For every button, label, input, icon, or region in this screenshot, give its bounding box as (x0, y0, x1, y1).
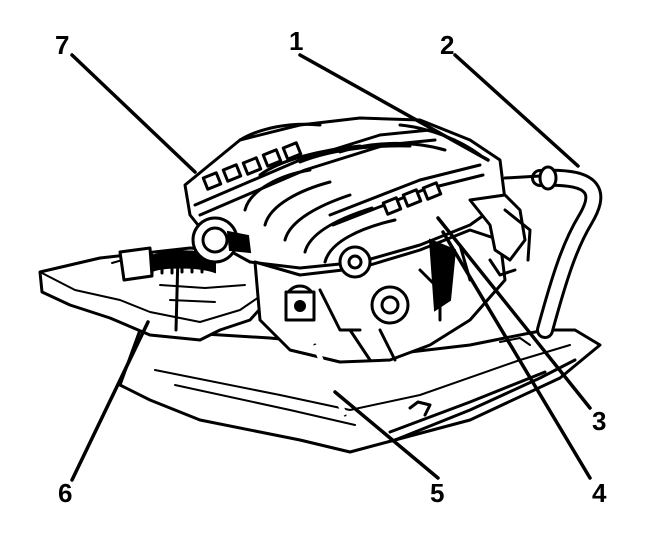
callout-labels: 1 2 3 4 5 6 7 (55, 26, 607, 508)
leader-line-2 (453, 53, 580, 168)
air-intake-duct (38, 246, 270, 342)
callout-label-7: 7 (55, 30, 69, 60)
leader-line-5 (333, 390, 440, 480)
callout-leaders (70, 53, 592, 482)
callout-label-4: 4 (592, 478, 607, 508)
coolant-hose-lower (312, 343, 348, 417)
engine-block (253, 193, 532, 364)
callout-label-5: 5 (430, 478, 444, 508)
leader-line-3 (436, 216, 592, 410)
callout-label-2: 2 (440, 30, 454, 60)
callout-label-1: 1 (289, 26, 303, 56)
leader-line-6 (70, 320, 150, 482)
leader-line-7 (70, 53, 197, 174)
intake-manifold (183, 116, 507, 270)
coolant-hose-upper (503, 165, 603, 339)
leader-line-4 (441, 230, 592, 480)
callout-label-6: 6 (58, 478, 72, 508)
callout-label-3: 3 (592, 406, 606, 436)
leader-line-1 (298, 53, 490, 162)
